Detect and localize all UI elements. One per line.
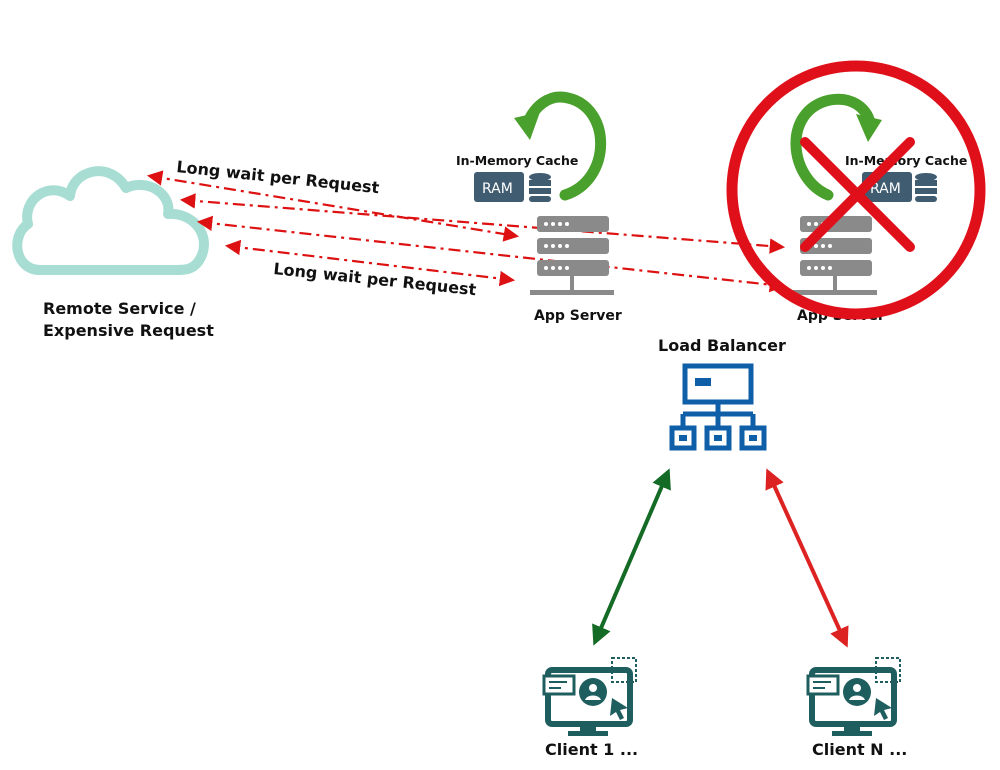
database-left-icon: [529, 173, 551, 202]
load-balancer-icon: [669, 363, 767, 451]
database-right-icon: [915, 173, 937, 202]
request-arrow-right-server-1: [179, 193, 786, 254]
server-left-icon: [530, 216, 614, 295]
client-1-icon: [542, 657, 637, 736]
ram-right-label: RAM: [870, 181, 901, 197]
cloud-icon: [12, 166, 209, 275]
ram-chip-left-icon: RAM: [474, 172, 524, 202]
failure-x-icon: [726, 60, 986, 320]
server-right-icon: [793, 216, 877, 295]
load-balancer-label: Load Balancer: [658, 336, 786, 355]
expensive-request-label: Expensive Request: [43, 321, 214, 340]
client-1-label: Client 1 ...: [545, 740, 638, 759]
request-arrow-right-server-2: [196, 215, 786, 293]
long-wait-top-label: Long wait per Request: [176, 157, 381, 197]
request-arrows: [146, 170, 786, 293]
ram-left-label: RAM: [482, 181, 513, 197]
client-n-label: Client N ...: [812, 740, 907, 759]
refresh-arrow-right-icon: [790, 93, 882, 201]
cache-right-label: In-Memory Cache: [845, 153, 967, 168]
remote-service-label: Remote Service /: [43, 299, 196, 318]
cache-left-label: In-Memory Cache: [456, 153, 578, 168]
long-wait-bottom-label: Long wait per Request: [273, 259, 478, 299]
app-server-left-label: App Server: [534, 308, 622, 324]
refresh-arrow-left-icon: [514, 91, 607, 201]
client-n-arrow: [765, 468, 849, 648]
client-1-arrow: [592, 468, 671, 646]
client-n-icon: [806, 657, 901, 736]
